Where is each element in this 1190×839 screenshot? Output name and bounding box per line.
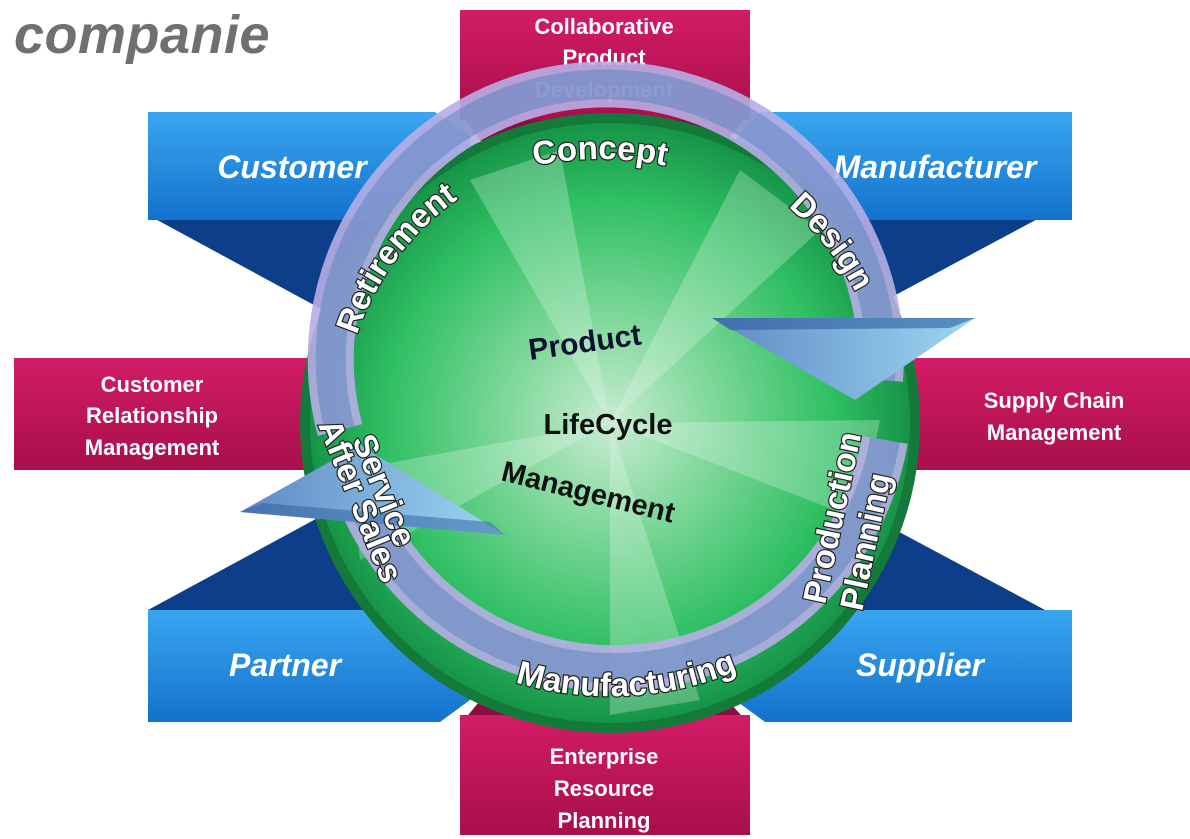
scm-box: Supply Chain Management — [905, 358, 1190, 470]
arrowhead-left — [240, 445, 505, 535]
manufacturer-label: Manufacturer — [834, 149, 1038, 185]
scm-line-1: Supply Chain — [984, 388, 1125, 413]
crm-line-2: Relationship — [86, 403, 218, 428]
scm-line-2: Management — [987, 420, 1122, 445]
page-title: companie — [14, 5, 271, 65]
customer-label: Customer — [217, 149, 368, 185]
erp-line-3: Planning — [558, 808, 651, 833]
arrowhead-right — [712, 318, 975, 400]
cpd-line-1: Collaborative — [534, 14, 673, 39]
lifecycle-ring-arrow — [307, 61, 908, 692]
stage-concept: Concept — [529, 129, 671, 173]
supplier-label: Supplier — [856, 647, 986, 683]
erp-box: Enterprise Resource Planning — [460, 715, 750, 835]
lifecycle-circle — [300, 113, 920, 733]
erp-line-1: Enterprise — [550, 744, 659, 769]
crm-line-3: Management — [85, 435, 220, 460]
crm-line-1: Customer — [101, 372, 204, 397]
center-lifecycle: LifeCycle — [544, 409, 673, 441]
crm-box: Customer Relationship Management — [14, 358, 310, 470]
erp-line-2: Resource — [554, 776, 654, 801]
partner-label: Partner — [229, 647, 343, 683]
